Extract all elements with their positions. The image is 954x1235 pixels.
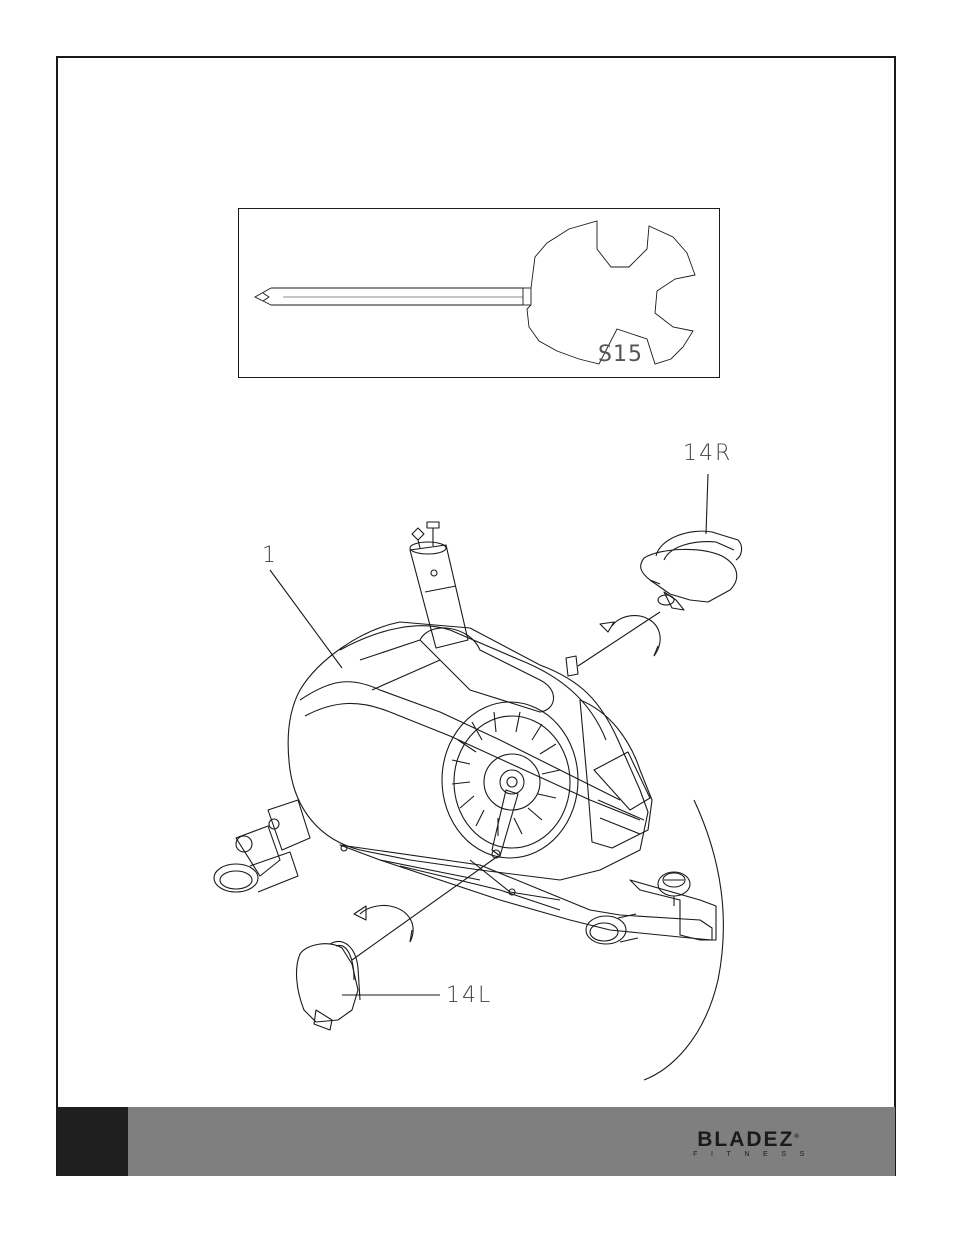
leader-line-main-frame xyxy=(269,569,343,669)
seat-post-tube xyxy=(409,544,469,649)
rear-end-cap xyxy=(213,863,259,893)
leader-line-right-pedal xyxy=(705,473,709,535)
brand-logo: BLADEZ® FITNESS xyxy=(669,1127,829,1159)
callout-left-pedal: 14L xyxy=(446,983,493,1008)
right-pedal-icon xyxy=(640,530,743,611)
brand-name: BLADEZ xyxy=(697,1128,795,1151)
background-curve xyxy=(643,799,724,1081)
base-rail xyxy=(339,844,713,941)
registered-mark: ® xyxy=(794,1134,801,1140)
rotation-arrow-right xyxy=(611,615,661,657)
callout-right-pedal: 14R xyxy=(683,441,733,466)
front-wheel-cap xyxy=(585,915,627,945)
tool-code-label: S15 xyxy=(598,342,643,367)
footer-bar: BLADEZ® FITNESS xyxy=(57,1107,895,1176)
footer-page-tab xyxy=(57,1107,128,1176)
callout-main-frame: 1 xyxy=(262,543,278,568)
left-pedal-icon xyxy=(295,941,361,1031)
flywheel-cover xyxy=(441,701,579,859)
screwdriver-wrench-icon xyxy=(254,220,696,365)
main-housing-shell xyxy=(287,621,649,881)
tool-illustration-box: S15 xyxy=(238,208,720,378)
rotation-arrow-left xyxy=(359,904,414,943)
crank-hub xyxy=(483,753,541,811)
flywheel-spokes xyxy=(451,711,561,836)
brand-tagline: FITNESS xyxy=(693,1151,818,1158)
